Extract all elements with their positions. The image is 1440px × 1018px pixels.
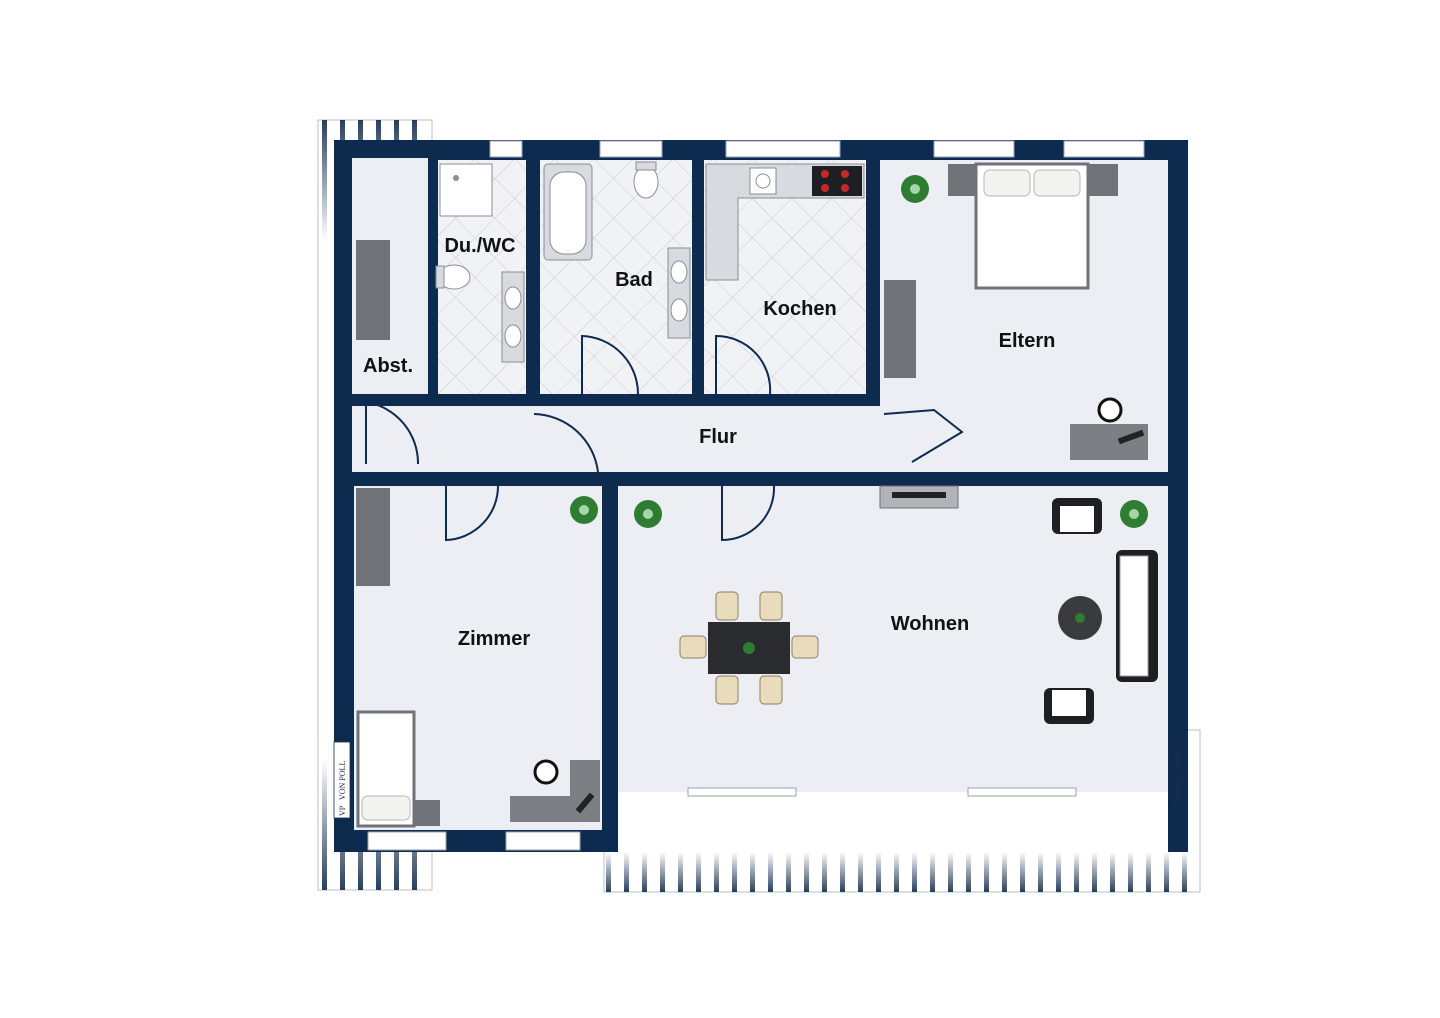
railing-stripe	[894, 852, 899, 892]
railing-stripe	[1146, 852, 1151, 892]
toilet-bad	[633, 161, 659, 199]
plant-eltern	[901, 175, 929, 203]
railing-stripe	[1092, 852, 1097, 892]
railing-stripe	[948, 852, 953, 892]
plant-wohnen-right	[1120, 500, 1148, 528]
railing-stripe	[1056, 852, 1061, 892]
railing-stripe	[696, 852, 701, 892]
railing-stripe	[1182, 852, 1187, 892]
railing-stripe	[912, 852, 917, 892]
railing-stripe	[876, 852, 881, 892]
railing-stripe	[642, 852, 647, 892]
wardrobe-eltern	[884, 280, 916, 378]
railing-stripe	[714, 852, 719, 892]
von-poll-logo: VON POLL VP	[333, 741, 351, 819]
railing-stripe	[966, 852, 971, 892]
dining-chairs	[679, 591, 819, 705]
railing-stripe	[840, 852, 845, 892]
single-bed	[356, 710, 440, 828]
door-swings	[365, 334, 964, 542]
logo-name: VON POLL	[338, 761, 347, 800]
railing-stripe	[624, 852, 629, 892]
sink-wc	[501, 271, 525, 363]
armchair-top	[1052, 498, 1102, 534]
sink-bad	[667, 247, 691, 339]
double-bed	[948, 162, 1118, 290]
railing-stripe	[1002, 852, 1007, 892]
room-label-kochen: Kochen	[763, 298, 836, 320]
plant-wohnen-left	[634, 500, 662, 528]
room-label-wohnen: Wohnen	[891, 613, 970, 635]
plant-zimmer	[570, 496, 598, 524]
toilet-wc	[435, 264, 471, 290]
armchair-bottom	[1044, 688, 1094, 724]
railing-stripe	[786, 852, 791, 892]
tv-console	[879, 485, 959, 509]
shower-tray	[439, 163, 493, 217]
railing-stripe	[984, 852, 989, 892]
railing-stripe	[1038, 852, 1043, 892]
sofa	[1116, 550, 1158, 682]
room-label-abst: Abst.	[363, 355, 413, 377]
railing-stripe	[1074, 852, 1079, 892]
flur-floor	[352, 406, 880, 472]
wardrobe-zimmer	[356, 488, 390, 586]
railing-stripe	[858, 852, 863, 892]
railing-stripe	[322, 760, 327, 890]
railing-stripe	[1164, 852, 1169, 892]
railing-stripe	[322, 120, 327, 240]
wohnen-balcony-floor	[618, 792, 1168, 852]
railing-stripe	[606, 852, 611, 892]
room-label-eltern: Eltern	[999, 330, 1056, 352]
bathtub	[543, 163, 593, 261]
windows	[367, 140, 1145, 851]
railing-stripe	[660, 852, 665, 892]
railing-stripe	[732, 852, 737, 892]
railing-stripe	[750, 852, 755, 892]
railing-stripe	[930, 852, 935, 892]
room-label-bad: Bad	[615, 269, 653, 291]
dining-table	[708, 622, 790, 674]
railing-stripe	[1020, 852, 1025, 892]
railing-stripe	[768, 852, 773, 892]
shelf-abst	[356, 240, 390, 340]
desk-zimmer	[510, 759, 600, 822]
room-label-du-wc: Du./WC	[444, 235, 515, 257]
desk-eltern	[1070, 397, 1148, 460]
coffee-table	[1058, 596, 1102, 640]
railing-stripe	[1110, 852, 1115, 892]
railing-stripe	[678, 852, 683, 892]
railing-stripe	[804, 852, 809, 892]
railing-stripe	[1128, 852, 1133, 892]
railing-stripe	[822, 852, 827, 892]
room-label-flur: Flur	[699, 426, 737, 448]
room-label-zimmer: Zimmer	[458, 628, 530, 650]
watermark-immogrundriss: Immogrundriss	[1173, 740, 1184, 806]
logo-mark: VP	[338, 805, 347, 816]
kitchen-counter	[705, 163, 865, 281]
